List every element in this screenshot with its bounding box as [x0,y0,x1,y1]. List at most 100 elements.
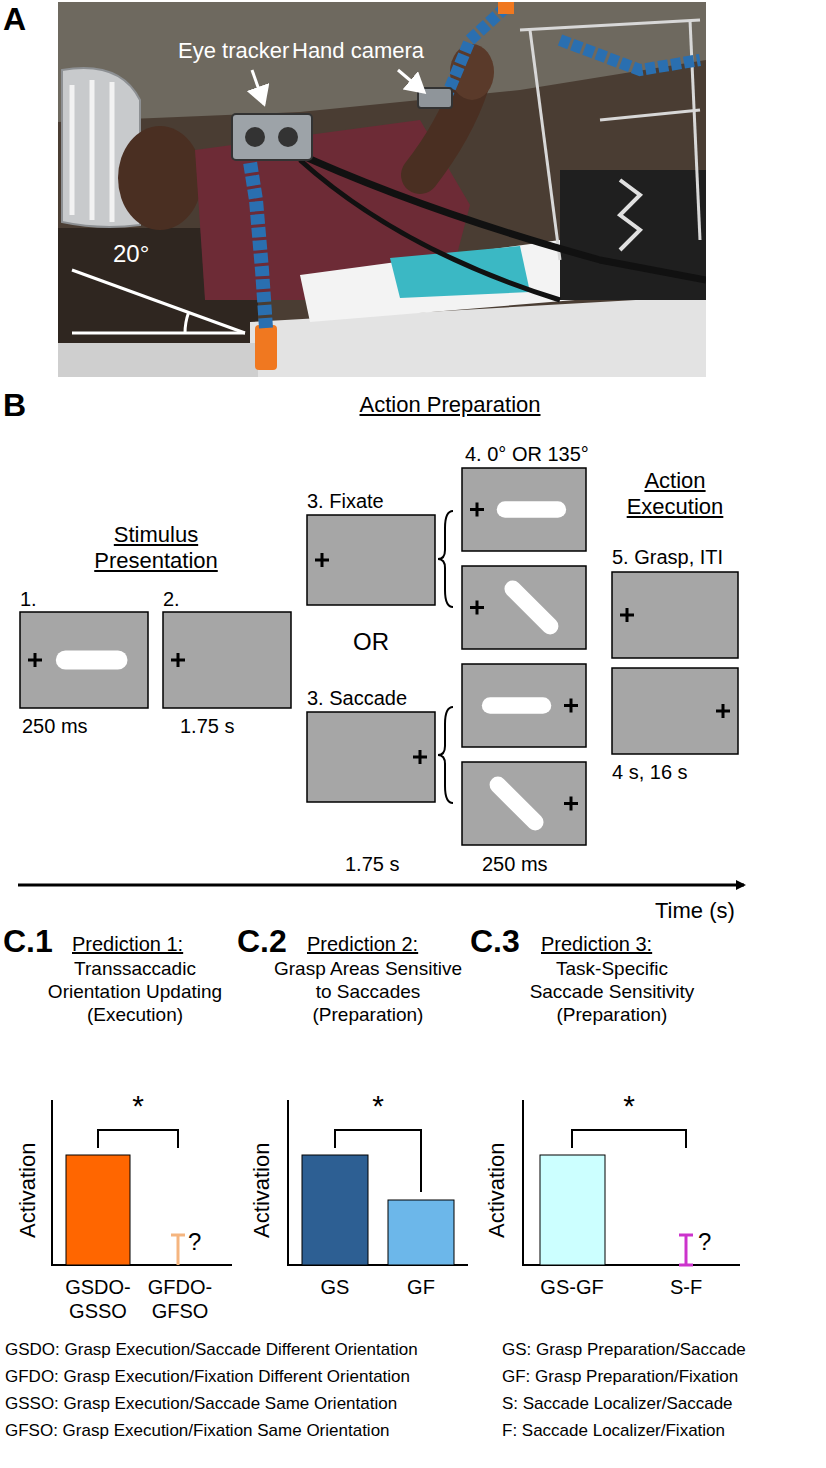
fixation-cross [413,750,427,764]
fixation-cross [28,653,42,667]
bar-stimulus [486,773,547,834]
fixation-cross [315,553,329,567]
text-label: GSSO: Grasp Execution/Saccade Same Orien… [5,1394,397,1413]
label-holder: GSDO- GSSO [60,1275,136,1323]
text-label: * [372,1089,384,1122]
text-label: GF: Grasp Preparation/Fixation [502,1367,738,1386]
text-label: Task-Specific Saccade Sensitivity (Prepa… [530,958,695,1025]
label-holder: GS [297,1275,373,1299]
panel-letter: B [3,387,26,423]
label-holder: Task-Specific Saccade Sensitivity (Prepa… [525,958,700,1026]
bracket [438,707,453,803]
fixation-cross [171,653,185,667]
screen [462,762,586,845]
text-label: 1. [20,588,37,610]
screen [612,572,738,658]
screen [612,668,738,754]
fixation-cross [564,699,578,713]
text-label: Activation [15,1143,40,1238]
text-label: Hand camera [292,38,424,63]
label-holder: * [609,1088,649,1124]
text-label: ? [188,1228,201,1255]
text-label: 4. 0° OR 135° [465,443,589,465]
text-label: Prediction 2: [307,933,418,955]
label-holder: Activation [249,1130,275,1250]
text-label: GSDO- GSSO [65,1276,131,1322]
label-holder: C.1 [3,922,53,960]
label-holder: Time (s) [655,898,735,924]
screen [462,566,586,649]
screen [20,612,148,708]
label-holder: Stimulus Presentation [76,522,236,575]
text-label: GFSO: Grasp Execution/Fixation Same Orie… [5,1421,390,1440]
label-holder: GSSO: Grasp Execution/Saccade Same Orien… [5,1394,397,1414]
screen [163,612,291,708]
text-label: Time (s) [655,898,735,923]
bracket [438,511,453,607]
fixation-cross [716,704,730,718]
text-label: Stimulus Presentation [94,522,218,573]
text-label: GF [407,1276,435,1298]
fixation-cross [470,601,484,615]
label-holder: GFDO: Grasp Execution/Fixation Different… [5,1367,410,1387]
label-holder: GF [383,1275,459,1299]
label-holder: 1.75 s [345,852,399,876]
text-label: F: Saccade Localizer/Fixation [502,1421,725,1440]
bar-stimulus [497,501,566,518]
label-holder: GF: Grasp Preparation/Fixation [502,1367,738,1387]
text-label: 3. Saccade [307,687,407,709]
label-holder: GS: Grasp Preparation/Saccade [502,1340,746,1360]
label-holder: Eye tracker [178,38,289,64]
label-holder: * [358,1088,398,1124]
label-holder: B [3,386,26,424]
text-label: 250 ms [482,853,548,875]
text-label: 3. Fixate [307,490,384,512]
text-label: Eye tracker [178,38,289,63]
fixation-cross [470,503,484,517]
text-label: Grasp Areas Sensitive to Saccades (Prepa… [274,958,462,1025]
screen-sequence [20,468,738,845]
screen [307,712,435,802]
label-holder: Transsaccadic Orientation Updating (Exec… [36,958,234,1026]
fixation-cross [620,608,634,622]
text-label: 4 s, 16 s [612,761,688,783]
bar-stimulus [56,650,128,669]
label-holder: 5. Grasp, ITI [612,545,723,569]
text-label: Transsaccadic Orientation Updating (Exec… [48,958,222,1025]
label-holder: 250 ms [22,714,88,738]
text-label: Action Preparation [360,392,541,417]
label-holder: Activation [484,1130,510,1250]
label-holder: F: Saccade Localizer/Fixation [502,1421,725,1441]
text-label: ? [698,1228,711,1255]
label-holder: Action Execution [615,468,735,521]
panel-letter: A [3,1,26,37]
label-holder: GFDO- GFSO [142,1275,218,1323]
fixation-cross [564,797,578,811]
text-label: 20° [113,240,149,267]
label-holder: 250 ms [482,852,548,876]
label-holder: Activation [15,1130,41,1250]
panel-letter: C.1 [3,923,53,959]
text-label: GS: Grasp Preparation/Saccade [502,1340,746,1359]
label-holder: Prediction 2: [307,932,418,956]
bar-chart [287,1100,468,1266]
text-label: GS-GF [540,1276,603,1298]
label-holder: 4 s, 16 s [612,760,688,784]
screen [462,664,586,747]
label-holder: Hand camera [292,38,424,64]
label-holder: * [118,1088,158,1124]
label-holder: GSDO: Grasp Execution/Saccade Different … [5,1340,418,1360]
label-holder: S-F [646,1275,726,1299]
text-label: 5. Grasp, ITI [612,546,723,568]
text-label: S-F [670,1276,702,1298]
text-label: 2. [163,588,180,610]
text-label: 250 ms [22,715,88,737]
label-holder: Grasp Areas Sensitive to Saccades (Prepa… [269,958,467,1026]
panel-letter: C.2 [237,923,287,959]
text-label: Prediction 1: [72,933,183,955]
label-holder: S: Saccade Localizer/Saccade [502,1394,733,1414]
text-label: 1.75 s [180,715,234,737]
label-holder: 1. [20,587,37,611]
label-holder: Prediction 3: [541,932,652,956]
label-holder: Action Preparation [320,392,580,418]
